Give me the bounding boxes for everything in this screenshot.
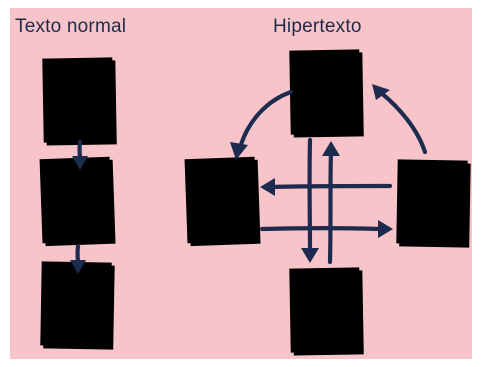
text-page-icon — [42, 57, 117, 145]
arrow-icon — [70, 243, 86, 274]
arrow-icon — [230, 89, 294, 160]
text-page-icon — [396, 159, 471, 247]
arrow-icon — [72, 139, 88, 170]
arrow-icon — [260, 178, 393, 196]
text-page-icon — [289, 49, 364, 137]
text-page-icon — [185, 157, 261, 246]
text-page-icon — [40, 157, 116, 246]
text-page-icon — [289, 267, 364, 355]
arrow-icon — [322, 141, 340, 265]
text-page-icon — [40, 261, 115, 349]
title-texto-normal: Texto normal — [15, 16, 127, 37]
arrow-icon — [301, 137, 319, 263]
arrow-icon — [259, 220, 393, 238]
title-hipertexto: Hipertexto — [273, 16, 362, 37]
arrow-icon — [372, 84, 428, 155]
